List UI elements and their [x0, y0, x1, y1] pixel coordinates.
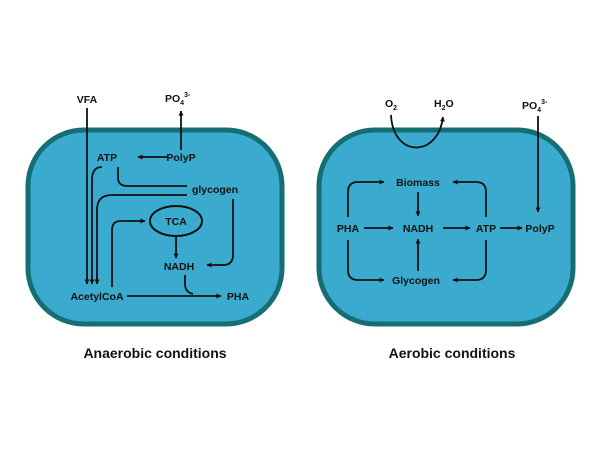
vfa-label: VFA: [77, 94, 98, 106]
oxygen-label: O2: [385, 98, 397, 112]
acetylcoa-label: AcetylCoA: [70, 291, 124, 303]
nadh-label: NADH: [403, 223, 433, 235]
polyp-label: PolyP: [166, 152, 195, 164]
oxygen-to-water-arrow: [390, 114, 445, 149]
atp-glycogen-branch-line: [117, 167, 187, 187]
pha-label: PHA: [227, 291, 250, 303]
phosphate-label: PO43-: [522, 99, 548, 114]
aerobic-cell: [316, 127, 576, 327]
atp-to-biomass-arrow: [452, 179, 487, 217]
aerobic-panel: O2 H2O PO43- Biomass PHA NADH ATP PolyP …: [316, 98, 576, 361]
anaerobic-caption: Anaerobic conditions: [83, 345, 226, 361]
anaerobic-panel: VFA PO43- ATP PolyP glycogen TCA NADH Ac…: [25, 92, 285, 361]
atp-label: ATP: [97, 152, 117, 164]
acetylcoa-to-tca-arrow: [111, 218, 146, 287]
polyp-label: PolyP: [525, 223, 554, 235]
biomass-label: Biomass: [396, 177, 440, 189]
pha-to-glycogen-arrow: [347, 240, 385, 283]
nadh-to-pha-line: [184, 275, 194, 295]
pha-to-biomass-arrow: [347, 179, 385, 217]
glycogen-label: Glycogen: [392, 275, 440, 287]
glycogen-to-nadh-arrow: [206, 199, 234, 268]
water-label: H2O: [434, 98, 454, 112]
pha-label: PHA: [337, 223, 360, 235]
atp-to-glycogen-arrow: [452, 240, 487, 283]
nadh-label: NADH: [164, 261, 194, 273]
glycogen-to-acetylcoa-arrow: [94, 194, 187, 285]
tca-label: TCA: [165, 216, 187, 228]
atp-label: ATP: [476, 223, 496, 235]
phosphate-label: PO43-: [165, 92, 191, 107]
glycogen-label: glycogen: [192, 184, 238, 196]
atp-to-acetylcoa-arrow: [89, 166, 103, 285]
aerobic-caption: Aerobic conditions: [389, 345, 516, 361]
